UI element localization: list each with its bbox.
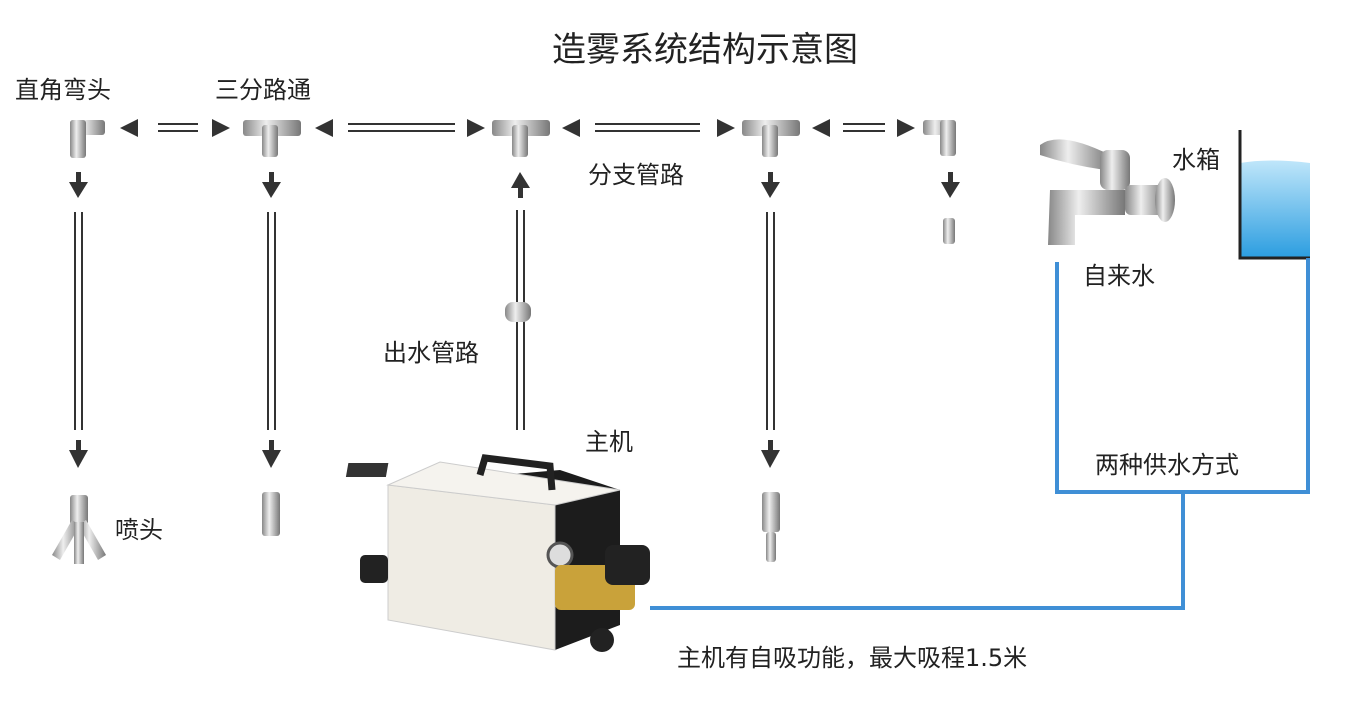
- horizontal-connectors: [120, 119, 915, 137]
- label-main-unit: 主机: [585, 428, 633, 456]
- arrow-right-icon: [467, 119, 485, 137]
- water-supply-pipes: [650, 258, 1310, 610]
- label-tap-water: 自来水: [1083, 262, 1155, 290]
- arrow-left-icon: [120, 119, 138, 137]
- label-water-tank: 水箱: [1172, 146, 1220, 174]
- arrow-left-icon: [562, 119, 580, 137]
- arrow-right-icon: [717, 119, 735, 137]
- label-branch-pipe: 分支管路: [588, 161, 684, 189]
- tee-fitting: [243, 120, 301, 157]
- pipe-clamp: [505, 302, 531, 322]
- faucet-icon: [1040, 139, 1175, 245]
- water-tank: [1238, 130, 1310, 260]
- tee-fitting: [742, 120, 800, 157]
- label-outlet-pipe: 出水管路: [383, 339, 479, 367]
- arrow-left-icon: [315, 119, 333, 137]
- main-unit-machine: [345, 454, 650, 652]
- tee-fitting-center: [492, 120, 550, 157]
- label-nozzle: 喷头: [115, 516, 163, 544]
- end-plug: [262, 492, 280, 536]
- diagram-title: 造雾系统结构示意图: [552, 30, 858, 70]
- elbow-fitting-left: [70, 120, 105, 158]
- label-tee: 三分路通: [215, 76, 311, 104]
- nozzle-small: [943, 218, 955, 244]
- vertical-branches: [69, 172, 960, 468]
- arrow-left-icon: [812, 119, 830, 137]
- label-self-priming-note: 主机有自吸功能，最大吸程1.5米: [677, 644, 1028, 672]
- label-supply-methods: 两种供水方式: [1095, 451, 1239, 479]
- label-elbow: 直角弯头: [15, 76, 111, 104]
- nozzle-cluster-icon: [52, 495, 106, 564]
- elbow-fitting-right: [923, 120, 956, 156]
- arrow-right-icon: [897, 119, 915, 137]
- nozzle-hanging: [762, 492, 780, 562]
- arrow-right-icon: [212, 119, 230, 137]
